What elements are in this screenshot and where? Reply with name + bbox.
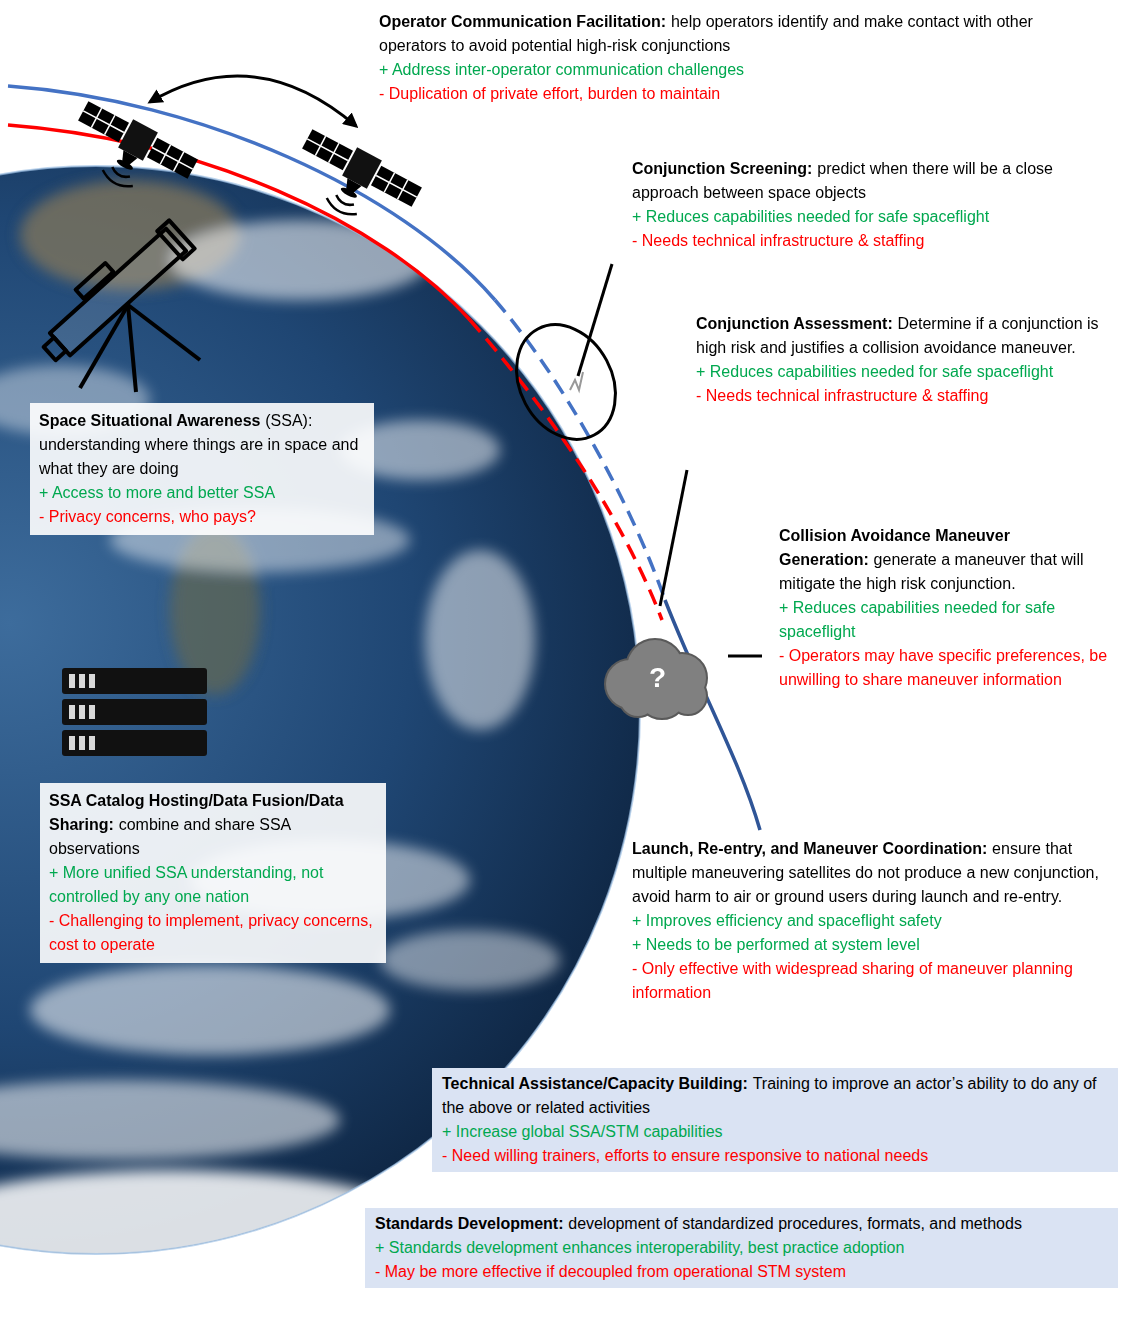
drawback-text: - Challenging to implement, privacy conc… xyxy=(49,909,377,957)
item-description: development of standardized procedures, … xyxy=(568,1215,1022,1232)
leader-line xyxy=(728,655,762,658)
function-item: Collision Avoidance Maneuver Generation:… xyxy=(775,522,1118,694)
item-heading: Space Situational Awareness xyxy=(39,412,260,429)
communication-arrow xyxy=(150,76,356,126)
drawback-text: - Duplication of private effort, burden … xyxy=(379,82,1076,106)
drawback-text: - May be more effective if decoupled fro… xyxy=(375,1260,1108,1284)
benefit-text: + Reduces capabilities needed for safe s… xyxy=(632,205,1114,229)
leader-line xyxy=(660,470,687,606)
drawback-text: - Needs technical infrastructure & staff… xyxy=(632,229,1114,253)
red-orbit-predicted xyxy=(470,320,662,620)
blue-orbit-maneuvered xyxy=(665,600,760,830)
leader-line xyxy=(578,264,612,376)
drawback-text: - Needs technical infrastructure & staff… xyxy=(696,384,1114,408)
drawback-text: - Privacy concerns, who pays? xyxy=(39,505,365,529)
blue-orbit-predicted xyxy=(495,300,665,600)
item-heading: Launch, Re-entry, and Maneuver Coordinat… xyxy=(632,840,987,857)
benefit-text: + Address inter-operator communication c… xyxy=(379,58,1076,82)
function-item: Launch, Re-entry, and Maneuver Coordinat… xyxy=(628,835,1120,1007)
benefit-text: + Increase global SSA/STM capabilities xyxy=(442,1120,1108,1144)
benefit-text: + Needs to be performed at system level xyxy=(632,933,1116,957)
benefit-text: + Reduces capabilities needed for safe s… xyxy=(779,596,1114,644)
item-heading: Technical Assistance/Capacity Building: xyxy=(442,1075,748,1092)
drawback-text: - Need willing trainers, efforts to ensu… xyxy=(442,1144,1108,1168)
benefit-text: + Access to more and better SSA xyxy=(39,481,365,505)
function-box: Space Situational Awareness(SSA): unders… xyxy=(30,403,374,535)
item-heading: Conjunction Screening: xyxy=(632,160,812,177)
benefit-text: + More unified SSA understanding, not co… xyxy=(49,861,377,909)
conjunction-circle xyxy=(497,307,635,456)
unknown-mark: ? xyxy=(600,632,715,724)
conjunction-mark xyxy=(570,372,583,390)
satellite-icon xyxy=(60,97,200,213)
blue-orbit xyxy=(8,86,495,300)
item-heading: Conjunction Assessment: xyxy=(696,315,893,332)
function-item: Conjunction Assessment:Determine if a co… xyxy=(692,310,1118,410)
item-heading: Standards Development: xyxy=(375,1215,563,1232)
function-box: SSA Catalog Hosting/Data Fusion/Data Sha… xyxy=(40,783,386,963)
drawback-text: - Operators may have specific preference… xyxy=(779,644,1114,692)
drawback-text: - Only effective with widespread sharing… xyxy=(632,957,1116,1005)
function-item: Conjunction Screening:predict when there… xyxy=(628,155,1118,255)
support-box: Technical Assistance/Capacity Building:T… xyxy=(432,1068,1118,1172)
server-icon xyxy=(62,668,207,756)
function-item: Operator Communication Facilitation:help… xyxy=(375,8,1080,108)
red-orbit xyxy=(8,125,470,320)
benefit-text: + Improves efficiency and spaceflight sa… xyxy=(632,909,1116,933)
telescope-icon xyxy=(30,212,200,392)
satellite-icon xyxy=(284,125,424,241)
unknown-cloud: ? xyxy=(600,632,715,724)
support-box: Standards Development: development of sta… xyxy=(365,1208,1118,1288)
item-heading: Operator Communication Facilitation: xyxy=(379,13,666,30)
benefit-text: + Reduces capabilities needed for safe s… xyxy=(696,360,1114,384)
benefit-text: + Standards development enhances interop… xyxy=(375,1236,1108,1260)
